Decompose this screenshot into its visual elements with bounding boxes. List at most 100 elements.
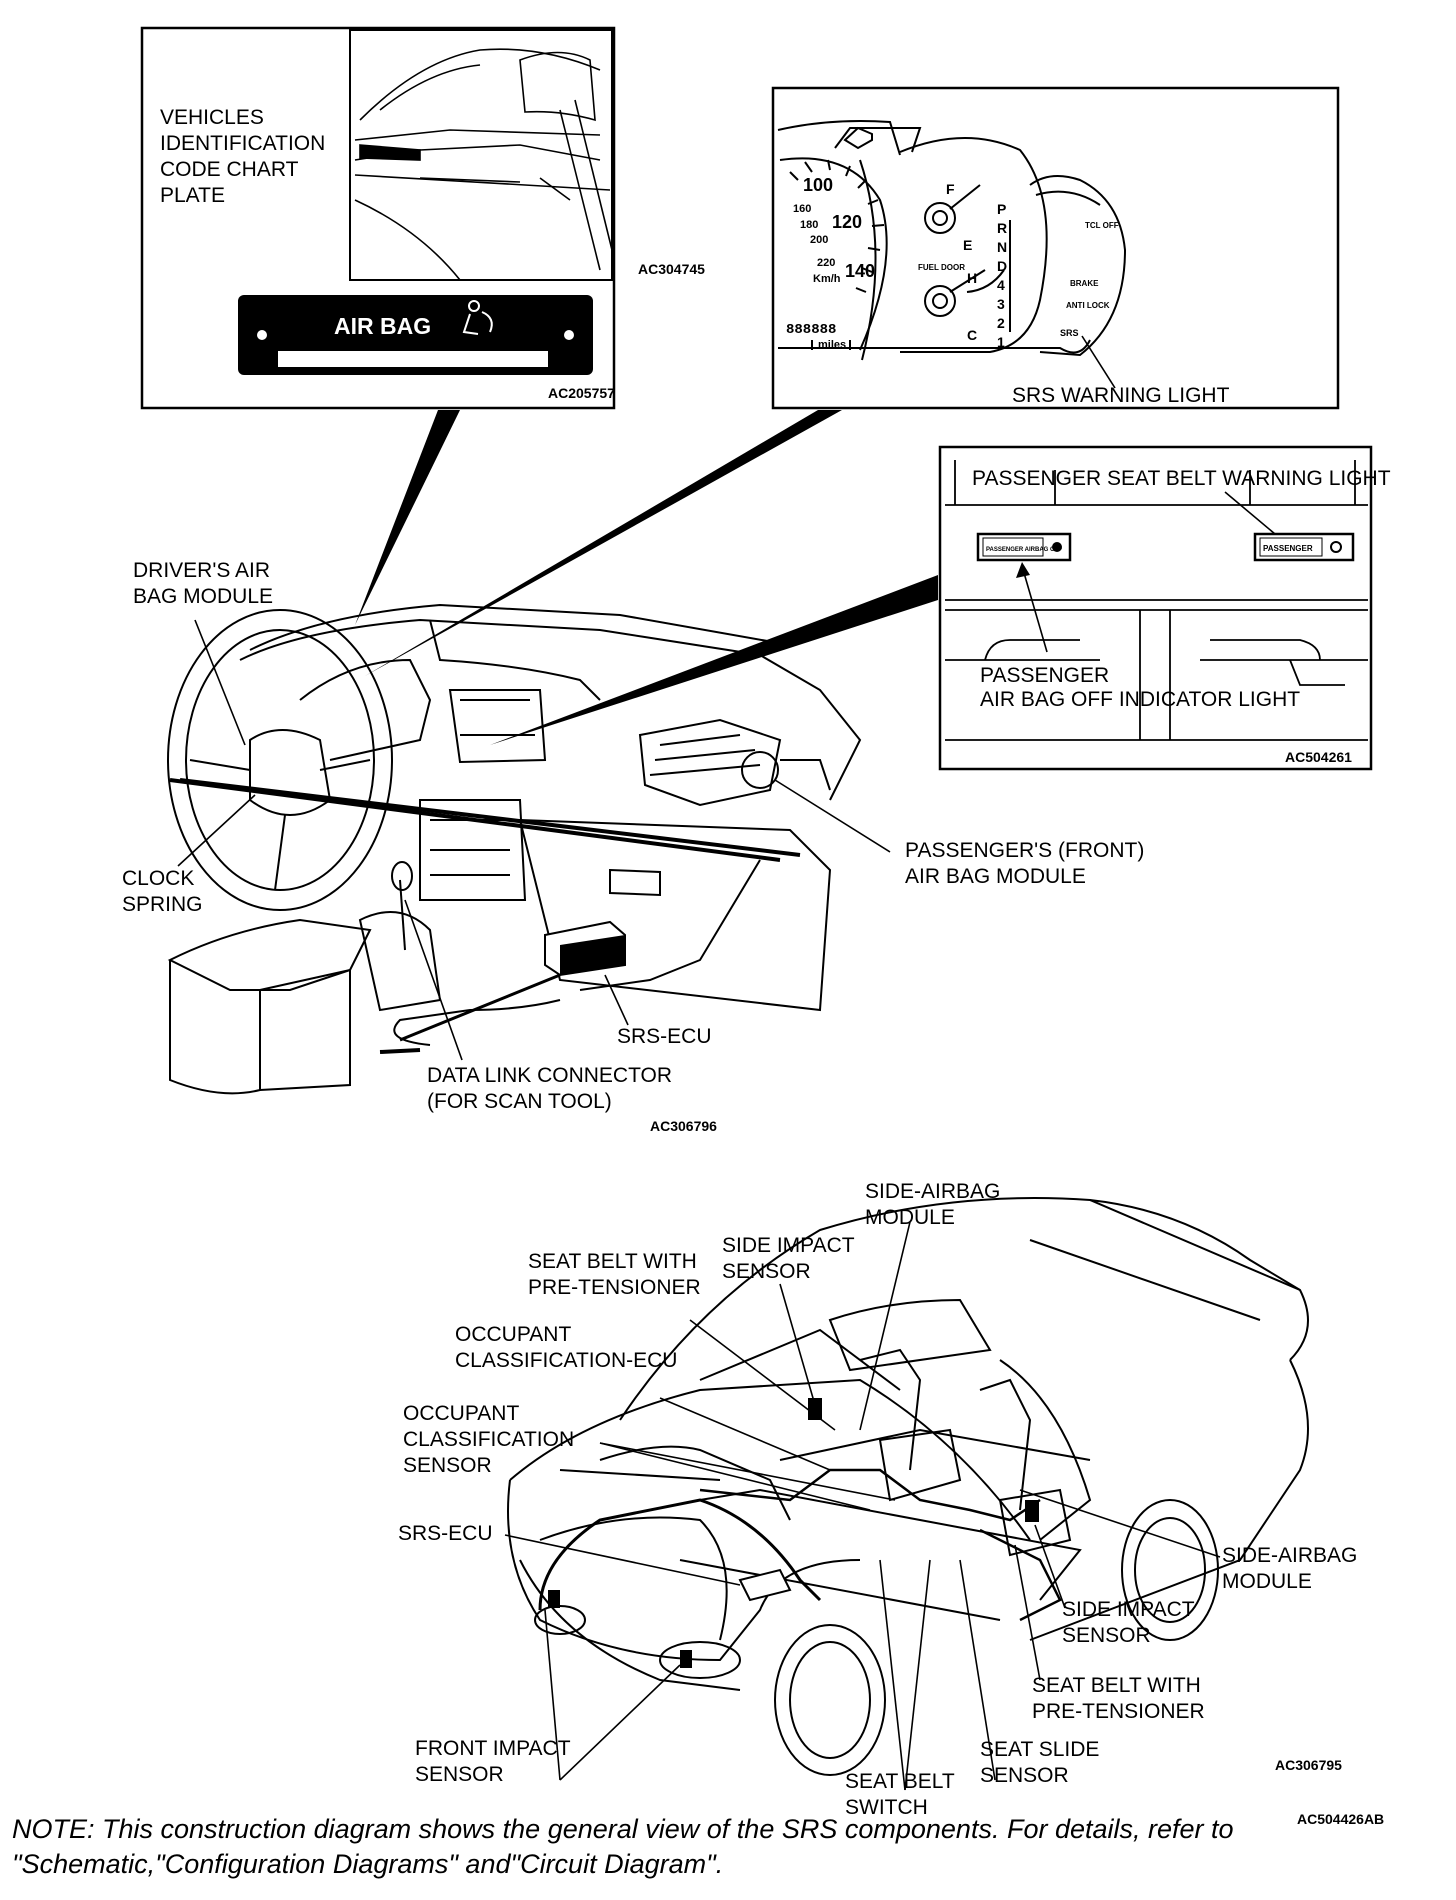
svg-text:SENSOR: SENSOR (722, 1260, 811, 1283)
svg-text:CLASSIFICATION: CLASSIFICATION (403, 1428, 574, 1451)
construction-note: NOTE: This construction diagram shows th… (12, 1812, 1452, 1882)
svg-text:MODULE: MODULE (1222, 1570, 1312, 1593)
cluster-labels: 100 120 140 160 180 200 220 Km/h 888888 … (786, 175, 1119, 351)
svg-text:PLATE: PLATE (160, 184, 225, 207)
srs-warning-light-label: SRS WARNING LIGHT (1012, 384, 1230, 407)
svg-text:TCL OFF: TCL OFF (1085, 221, 1119, 230)
svg-text:SENSOR: SENSOR (1062, 1624, 1151, 1647)
seat-belt-warning-leader (1224, 491, 1276, 535)
svg-text:SEAT BELT: SEAT BELT (845, 1770, 955, 1793)
vehicle-code: AC306795 (1275, 1757, 1342, 1773)
drivers-airbag-label-2: BAG MODULE (133, 585, 273, 608)
svg-text:OCCUPANT: OCCUPANT (403, 1402, 519, 1425)
vehicle-harness (538, 1498, 822, 1611)
svg-text:C: C (967, 327, 977, 343)
svg-text:120: 120 (832, 212, 862, 232)
note-line-2: "Schematic,"Configuration Diagrams" and"… (12, 1849, 724, 1879)
callout-wedge-vin (355, 410, 460, 625)
side-impact-sensor-left (808, 1398, 822, 1420)
svg-text:4: 4 (997, 277, 1005, 293)
svg-text:SENSOR: SENSOR (403, 1454, 492, 1477)
passenger-seat-belt-button: PASSENGER (1253, 532, 1355, 562)
svg-text:PASSENGER AIRBAG OFF: PASSENGER AIRBAG OFF (986, 547, 1062, 553)
airbag-off-arrow (1016, 562, 1030, 578)
svg-text:888888: 888888 (786, 322, 836, 338)
passenger-panel-code: AC504261 (1285, 749, 1352, 765)
passenger-panel-callout: PASSENGER SEAT BELT WARNING LIGHT PASSEN… (938, 445, 1391, 771)
svg-text:SIDE-AIRBAG: SIDE-AIRBAG (865, 1180, 1000, 1203)
svg-text:OCCUPANT: OCCUPANT (455, 1323, 571, 1346)
svg-text:SENSOR: SENSOR (980, 1764, 1069, 1787)
svg-text:3: 3 (997, 296, 1005, 312)
svg-text:200: 200 (810, 234, 828, 246)
svg-text:ANTI LOCK: ANTI LOCK (1066, 301, 1110, 310)
airbag-person-icon (462, 300, 493, 335)
svg-text:H: H (967, 270, 977, 286)
harness-bottom (399, 973, 561, 1042)
svg-text:SRS-ECU: SRS-ECU (398, 1522, 493, 1545)
svg-text:SIDE-AIRBAG: SIDE-AIRBAG (1222, 1544, 1357, 1567)
thick-harness-line (179, 778, 801, 857)
svg-text:2: 2 (997, 315, 1005, 331)
svg-text:CLASSIFICATION-ECU: CLASSIFICATION-ECU (455, 1349, 677, 1372)
callout-wedge-cluster (365, 410, 842, 676)
passenger-airbag-label-2: AIR BAG MODULE (905, 865, 1086, 888)
clock-spring-label-2: SPRING (122, 893, 203, 916)
svg-text:F: F (946, 181, 955, 197)
front-impact-sensor-left (548, 1590, 560, 1608)
svg-text:E: E (963, 237, 972, 253)
svg-text:PRE-TENSIONER: PRE-TENSIONER (528, 1276, 701, 1299)
passenger-airbag-label-1: PASSENGER'S (FRONT) (905, 839, 1144, 862)
callout-wedge-panel (490, 575, 938, 745)
svg-text:220: 220 (817, 257, 835, 269)
svg-text:D: D (997, 258, 1007, 274)
svg-text:PASSENGER: PASSENGER (1263, 544, 1313, 553)
svg-text:SEAT BELT WITH: SEAT BELT WITH (1032, 1674, 1201, 1697)
airbag-off-leader (1021, 565, 1048, 653)
svg-text:IDENTIFICATION: IDENTIFICATION (160, 132, 325, 155)
side-impact-sensor-right (1025, 1500, 1039, 1522)
svg-text:140: 140 (845, 261, 875, 281)
vehicle-srs-ecu (738, 1568, 792, 1602)
windshield-sketch (354, 48, 613, 281)
vehicle-leaders (504, 1221, 1221, 1791)
panel-sketch (945, 460, 1368, 741)
airbag-plate-text: AIR BAG (334, 313, 431, 339)
figure-code: AC504426AB (1297, 1811, 1384, 1827)
svg-text:SIDE IMPACT: SIDE IMPACT (1062, 1598, 1195, 1621)
drivers-airbag-label-1: DRIVER'S AIR (133, 559, 270, 582)
dashboard-code: AC306796 (650, 1118, 717, 1134)
svg-text:N: N (997, 239, 1007, 255)
svg-text:SRS: SRS (1060, 328, 1079, 338)
note-line-1: NOTE: This construction diagram shows th… (12, 1814, 1234, 1844)
airbag-off-label-line1: PASSENGER (980, 664, 1109, 687)
svg-text:CODE CHART: CODE CHART (160, 158, 299, 181)
svg-text:1: 1 (997, 334, 1005, 350)
data-link-label-2: (FOR SCAN TOOL) (427, 1090, 612, 1113)
svg-text:SENSOR: SENSOR (415, 1763, 504, 1786)
vin-plate-callout: AC304745 VEHICLES IDENTIFICATION CODE CH… (140, 26, 705, 410)
svg-text:R: R (997, 220, 1007, 236)
vehicle-labels: SIDE-AIRBAG MODULE SIDE IMPACT SENSOR SE… (398, 1180, 1357, 1819)
svg-text:BRAKE: BRAKE (1070, 279, 1099, 288)
airbag-off-label-line2: AIR BAG OFF INDICATOR LIGHT (980, 688, 1300, 711)
data-link-label-1: DATA LINK CONNECTOR (427, 1064, 672, 1087)
cluster-callout: 100 120 140 160 180 200 220 Km/h 888888 … (771, 86, 1340, 410)
svg-text:160: 160 (793, 203, 811, 215)
svg-text:SEAT SLIDE: SEAT SLIDE (980, 1738, 1099, 1761)
svg-text:100: 100 (803, 175, 833, 195)
clock-spring-label-1: CLOCK (122, 867, 194, 890)
svg-text:miles: miles (818, 339, 846, 351)
airbag-off-indicator-button: PASSENGER AIRBAG OFF (976, 532, 1072, 562)
svg-text:VEHICLES: VEHICLES (160, 106, 264, 129)
vehicle-drawing (507, 1197, 1309, 1776)
svg-text:SEAT BELT WITH: SEAT BELT WITH (528, 1250, 697, 1273)
svg-text:FRONT IMPACT: FRONT IMPACT (415, 1737, 571, 1760)
dashboard-leaders (177, 619, 891, 1061)
airbag-plate-code: AC205757 (548, 385, 615, 401)
svg-text:FUEL DOOR: FUEL DOOR (918, 263, 965, 272)
dash-srs-ecu-label: SRS-ECU (617, 1025, 712, 1048)
svg-text:SIDE IMPACT: SIDE IMPACT (722, 1234, 855, 1257)
vin-plate-label: VEHICLES IDENTIFICATION CODE CHART PLATE (160, 106, 325, 207)
